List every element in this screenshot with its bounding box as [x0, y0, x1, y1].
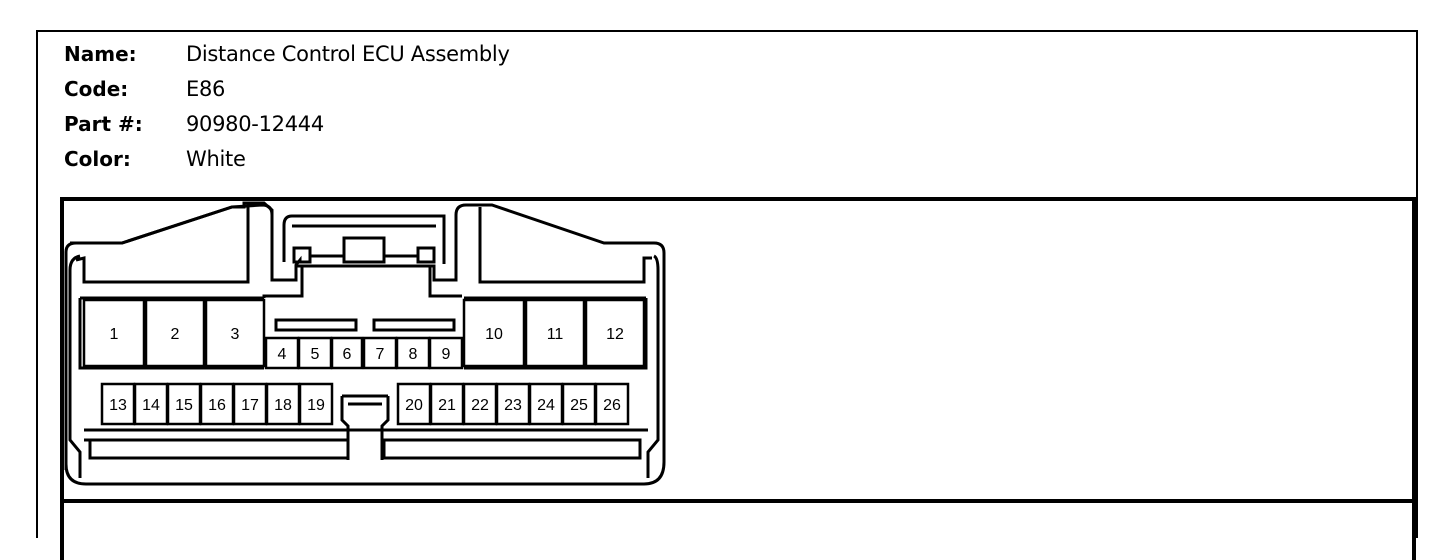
code-row: Code: E86: [64, 71, 510, 106]
pin-8: 8: [395, 336, 431, 370]
pin-5: 5: [297, 336, 333, 370]
pin-12: 12: [584, 298, 646, 368]
pin-26: 26: [594, 382, 630, 426]
pin-label: 23: [504, 397, 522, 414]
name-label: Name:: [64, 41, 137, 66]
connector-info: Name: Distance Control ECU Assembly Code…: [64, 36, 510, 176]
pin-label: 6: [343, 346, 352, 363]
pin-21: 21: [429, 382, 465, 426]
pin-label: 20: [405, 397, 423, 414]
pin-cavity: [144, 298, 206, 368]
pin-22: 22: [462, 382, 498, 426]
pin-label: 7: [376, 346, 385, 363]
pin-7: 7: [362, 336, 398, 370]
pin-cavity: [204, 298, 266, 368]
pin-13: 13: [100, 382, 136, 426]
pin-label: 14: [142, 397, 160, 414]
pin-label: 24: [537, 397, 555, 414]
pin-14: 14: [133, 382, 169, 426]
color-row: Color: White: [64, 141, 510, 176]
pin-label: 26: [603, 397, 621, 414]
pin-label: 3: [231, 326, 240, 343]
pin-16: 16: [199, 382, 235, 426]
pin-label: 25: [570, 397, 588, 414]
code-label: Code:: [64, 76, 129, 101]
pin-label: 16: [208, 397, 226, 414]
pin-3: 3: [204, 298, 266, 368]
pin-10: 10: [462, 298, 526, 368]
pin-label: 12: [606, 326, 624, 343]
pin-20: 20: [396, 382, 432, 426]
pin-cavity: [298, 382, 334, 426]
connector-housing: [64, 201, 666, 486]
pin-cavity: [524, 298, 586, 368]
pin-19: 19: [298, 382, 334, 426]
pin-label: 2: [171, 326, 180, 343]
pin-cavity: [82, 298, 146, 368]
pin-cavity: [584, 298, 646, 368]
pin-label: 17: [241, 397, 259, 414]
pin-label: 21: [438, 397, 456, 414]
part-row: Part #: 90980-12444: [64, 106, 510, 141]
pin-15: 15: [166, 382, 202, 426]
pin-cavity: [428, 336, 464, 370]
pin-1: 1: [82, 298, 146, 368]
pin-18: 18: [265, 382, 301, 426]
bottom-strip: [60, 503, 1416, 560]
pin-11: 11: [524, 298, 586, 368]
code-value: E86: [186, 76, 226, 101]
color-label: Color:: [64, 146, 131, 171]
connector-panel: [60, 197, 1416, 503]
pin-label: 11: [547, 326, 564, 343]
pin-17: 17: [232, 382, 268, 426]
name-row: Name: Distance Control ECU Assembly: [64, 36, 510, 71]
part-value: 90980-12444: [186, 111, 324, 136]
pin-24: 24: [528, 382, 564, 426]
color-value: White: [186, 146, 246, 171]
pin-label: 15: [175, 397, 193, 414]
pin-label: 22: [471, 397, 489, 414]
pin-label: 5: [311, 346, 320, 363]
diagram-frame: [36, 30, 1418, 538]
pin-label: 1: [110, 326, 119, 343]
pin-label: 4: [278, 346, 287, 363]
pin-cavity: [594, 382, 630, 426]
pin-6: 6: [330, 336, 364, 370]
pin-4: 4: [264, 336, 300, 370]
part-label: Part #:: [64, 111, 143, 136]
pin-label: 10: [485, 326, 503, 343]
pin-2: 2: [144, 298, 206, 368]
pin-label: 18: [274, 397, 292, 414]
name-value: Distance Control ECU Assembly: [186, 41, 510, 66]
pin-cavity: [462, 298, 526, 368]
pin-9: 9: [428, 336, 464, 370]
pin-label: 9: [442, 346, 451, 363]
pin-23: 23: [495, 382, 531, 426]
pin-25: 25: [561, 382, 597, 426]
pin-label: 13: [109, 397, 127, 414]
pin-cavity: [330, 336, 364, 370]
pin-label: 19: [307, 397, 325, 414]
pin-label: 8: [409, 346, 418, 363]
